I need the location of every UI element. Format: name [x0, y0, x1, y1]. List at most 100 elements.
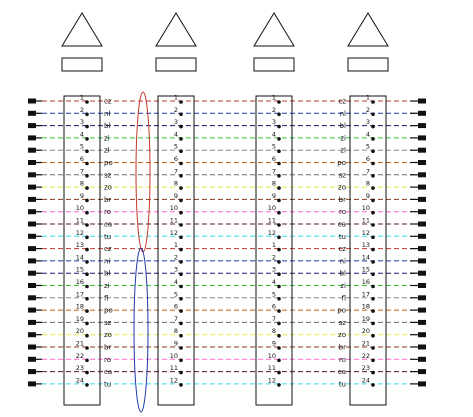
pin-number: 6 — [366, 155, 370, 163]
pin-number: 3 — [80, 118, 84, 126]
contact-dot-icon — [85, 149, 89, 153]
wire-group — [34, 100, 426, 385]
contact-dot-icon — [277, 358, 281, 363]
contact-dot-icon — [371, 321, 375, 326]
contact-dot-icon — [277, 297, 281, 301]
wire-code: nl — [340, 110, 346, 118]
contact-dot-icon — [85, 174, 89, 178]
connector-box — [255, 95, 293, 406]
pin-number: 14 — [362, 253, 370, 261]
wire-code: cz — [338, 245, 346, 253]
wire-code: fl — [104, 294, 108, 302]
pin-number: 1 — [174, 94, 178, 102]
pin-number: 7 — [366, 167, 370, 175]
terminal-plug-icon — [418, 123, 426, 129]
wire-code: br — [339, 344, 346, 352]
contact-dot-icon — [277, 370, 281, 375]
terminal-plug-icon — [418, 233, 426, 239]
pin-number: 10 — [170, 352, 178, 360]
terminal-plug-icon — [28, 295, 36, 301]
wire-code: ca — [338, 221, 346, 229]
contact-dot-icon — [371, 137, 375, 141]
pin-number: 4 — [174, 278, 178, 286]
contact-dot-icon — [371, 383, 375, 387]
contact-dot-icon — [179, 284, 183, 289]
contact-dot-icon — [179, 235, 183, 240]
contact-dot-icon — [85, 309, 89, 313]
pin-number: 2 — [272, 106, 276, 114]
contact-dot-icon — [85, 124, 89, 129]
contact-dot-icon — [179, 309, 183, 313]
loop-ellipse-top — [135, 91, 151, 253]
contact-dot-icon — [371, 297, 375, 301]
pin-number: 15 — [76, 266, 84, 274]
pin-number: 16 — [76, 278, 84, 286]
terminal-plug-icon — [418, 258, 426, 264]
contact-dot-icon — [85, 358, 89, 363]
pin-number: 13 — [76, 241, 84, 249]
wire-code: ro — [104, 208, 111, 216]
pin-number: 23 — [362, 364, 370, 372]
pin-number: 5 — [272, 143, 276, 151]
pin-number: 3 — [366, 118, 370, 126]
terminal-plug-icon — [28, 110, 36, 116]
contact-dot-icon — [277, 260, 281, 264]
contact-dot-icon — [179, 100, 183, 104]
contact-dot-icon — [277, 383, 281, 387]
contact-dot-icon — [277, 149, 281, 153]
terminal-plug-icon — [418, 307, 426, 313]
pin-number: 12 — [268, 229, 276, 237]
pin-number: 12 — [362, 229, 370, 237]
terminal-plug-icon — [28, 221, 36, 227]
contact-dot-icon — [371, 210, 375, 215]
wire-code: sz — [339, 319, 347, 327]
contact-dot-icon — [277, 272, 281, 277]
terminal-plug-icon — [28, 344, 36, 350]
terminal-plug-icon — [28, 258, 36, 264]
triangle-icon — [347, 12, 389, 47]
contact-dot-icon — [85, 333, 89, 338]
pin-number: 10 — [76, 204, 84, 212]
terminal-plug-icon — [28, 381, 36, 387]
wire-code: br — [104, 196, 111, 204]
contact-dot-icon — [85, 260, 89, 264]
pin-number: 5 — [174, 290, 178, 298]
pin-number: 14 — [76, 253, 84, 261]
pin-number: 8 — [272, 180, 276, 188]
pin-number: 12 — [170, 229, 178, 237]
wire-code: cz — [104, 98, 112, 106]
pin-number: 4 — [366, 130, 370, 138]
pin-number: 10 — [268, 352, 276, 360]
contact-dot-icon — [179, 186, 183, 190]
pin-number: 19 — [362, 315, 370, 323]
pin-number: 1 — [80, 94, 84, 102]
contact-dot-icon — [371, 333, 375, 338]
contact-dot-icon — [85, 161, 89, 166]
pin-number: 19 — [76, 315, 84, 323]
terminal-plug-icon — [28, 123, 36, 129]
contact-dot-icon — [277, 223, 281, 227]
contact-dot-icon — [179, 247, 183, 252]
pin-number: 10 — [362, 204, 370, 212]
pin-number: 20 — [76, 327, 84, 335]
terminal-plug-icon — [28, 332, 36, 338]
terminal-plug-icon — [418, 160, 426, 165]
contact-dot-icon — [277, 198, 281, 203]
contact-dot-icon — [277, 333, 281, 338]
contact-dot-icon — [179, 112, 183, 117]
pin-number: 2 — [80, 106, 84, 114]
contact-dot-icon — [277, 186, 281, 190]
wire-code: tu — [104, 233, 111, 241]
terminal-plug-icon — [28, 233, 36, 239]
pin-number: 16 — [362, 278, 370, 286]
contact-dot-icon — [277, 321, 281, 326]
terminal-plug-icon — [418, 221, 426, 227]
pin-number: 13 — [362, 241, 370, 249]
pin-number: 10 — [268, 204, 276, 212]
pin-number: 2 — [272, 253, 276, 261]
wire-code: zo — [104, 331, 112, 339]
terminal-plug-icon — [418, 172, 426, 178]
contact-dot-icon — [85, 321, 89, 326]
wire-code: zl — [104, 147, 110, 155]
triangle-icon — [155, 12, 197, 47]
